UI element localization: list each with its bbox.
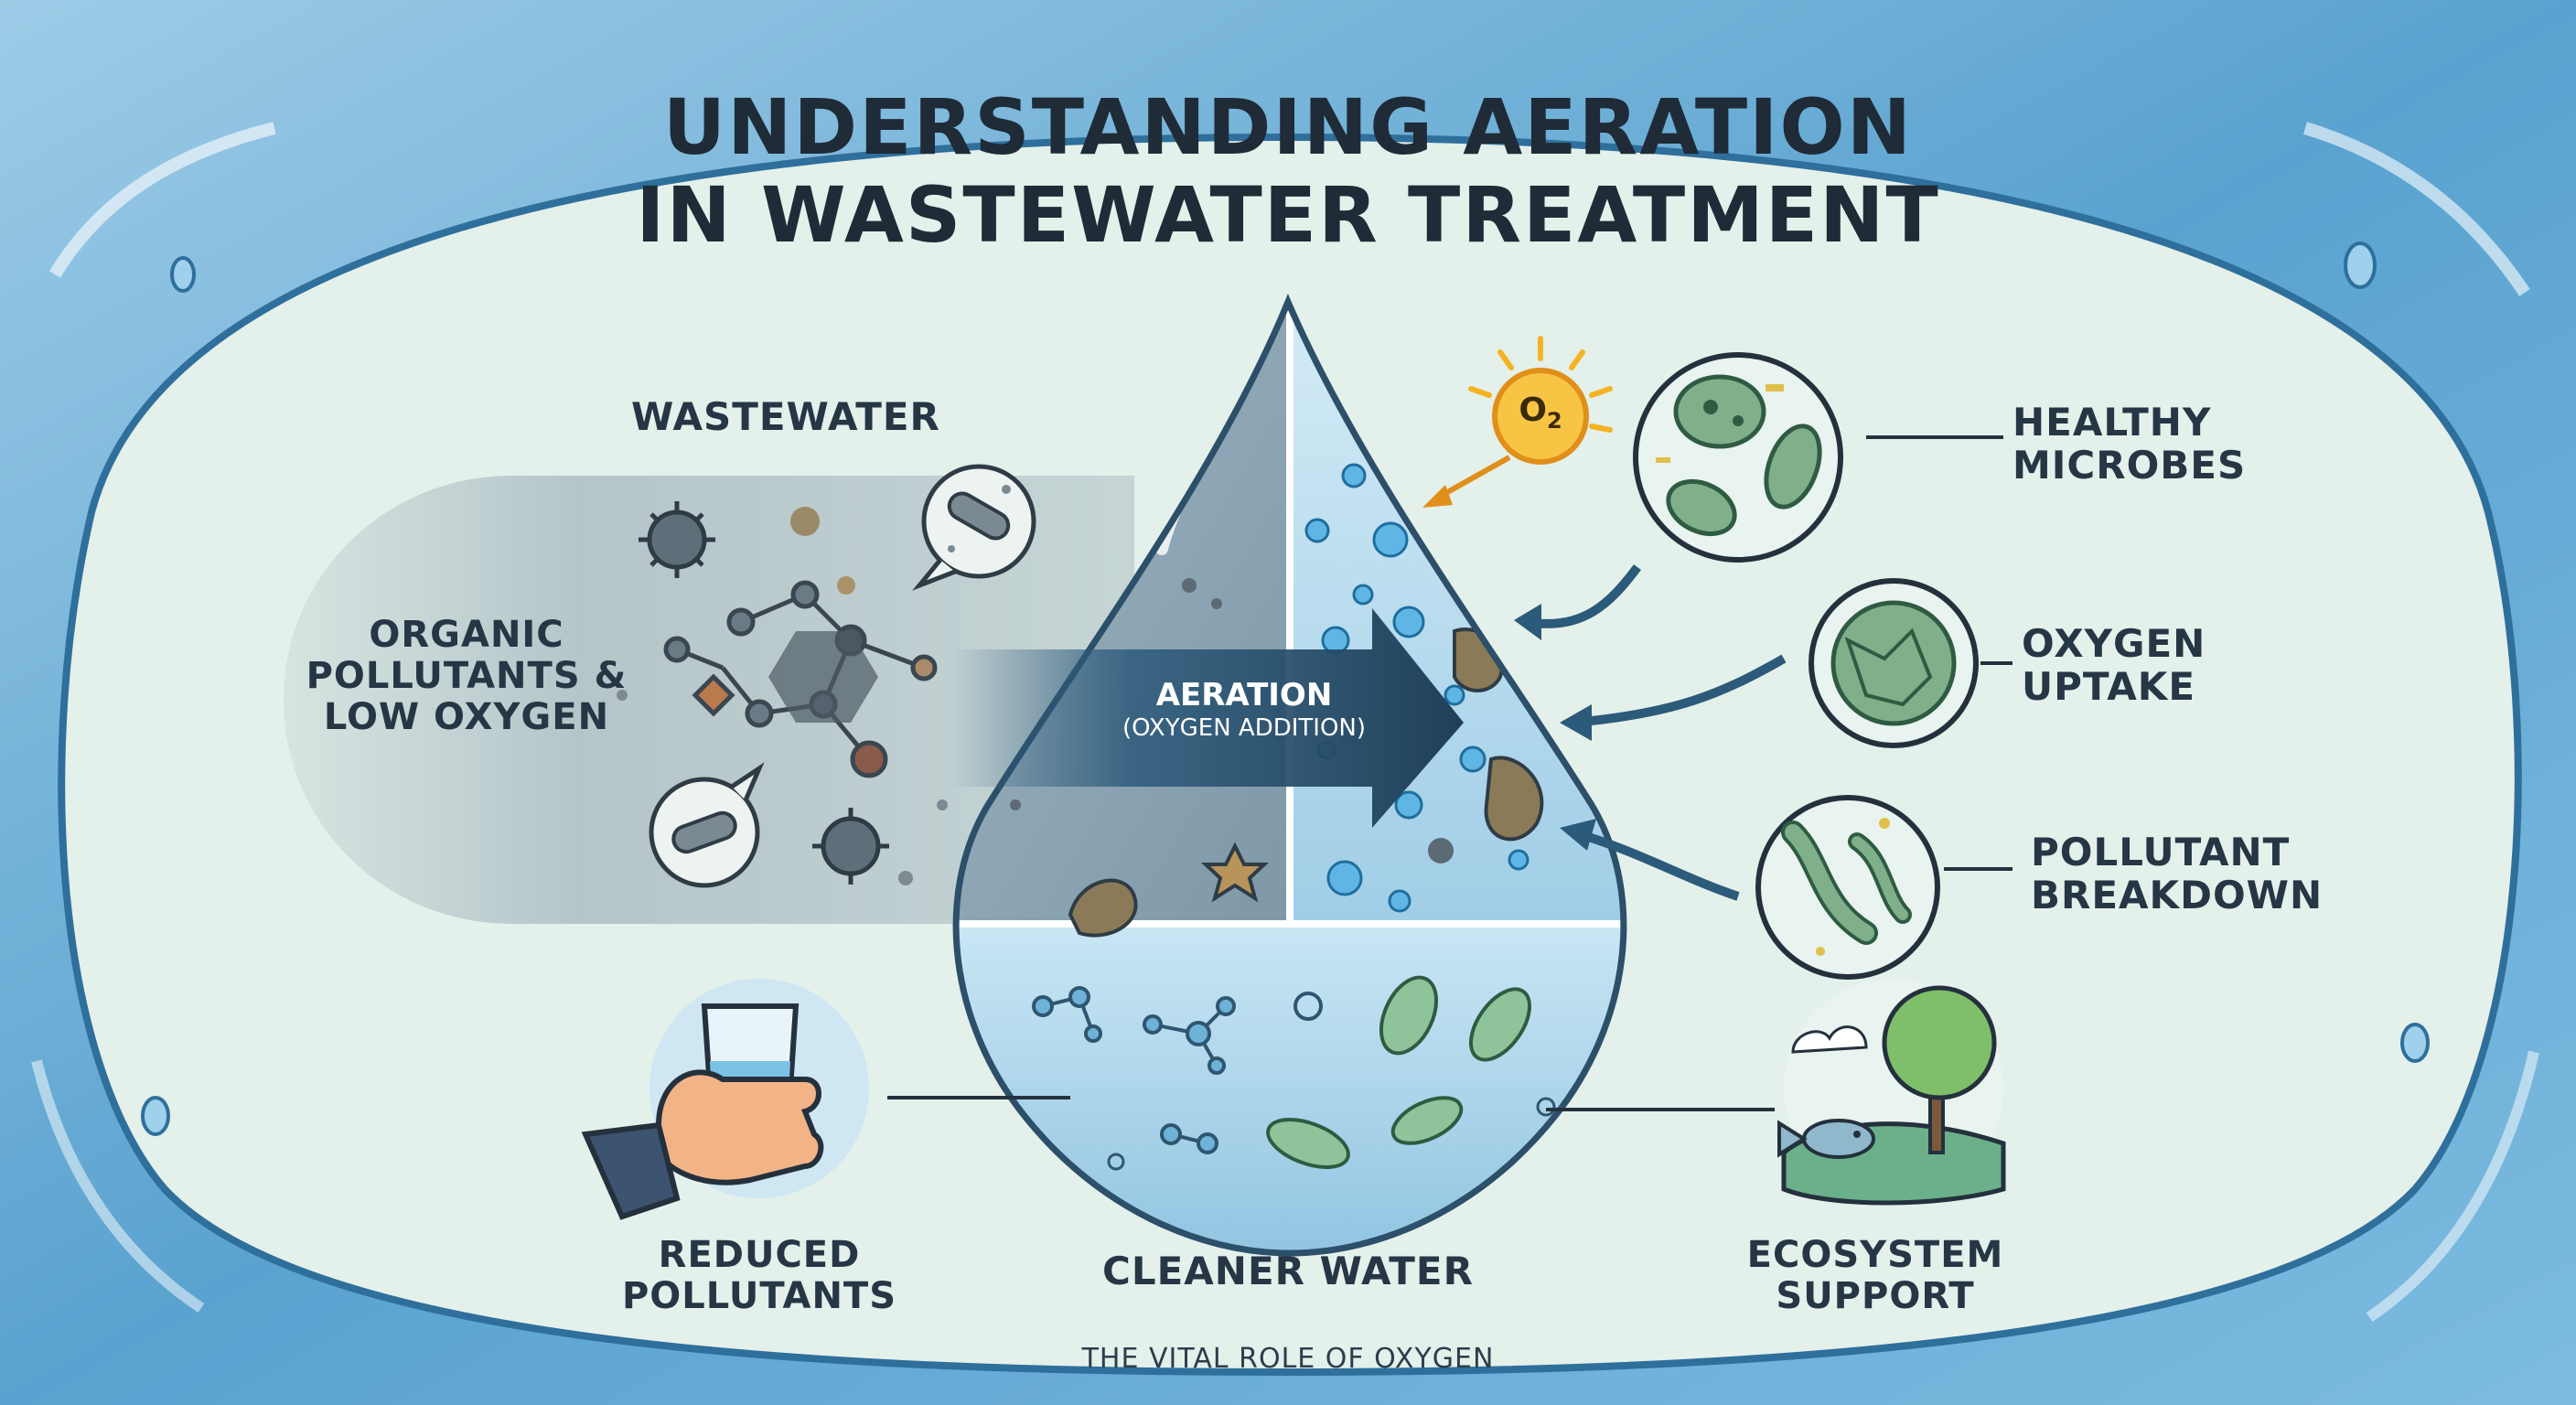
bubble-icon	[1304, 463, 1530, 913]
wastewater-particles	[617, 501, 948, 885]
fish-icon	[1777, 1119, 1875, 1159]
label-line: POLLUTANTS	[621, 1274, 897, 1317]
label-ecosystem-support: ECOSYSTEM SUPPORT	[1720, 1235, 2031, 1317]
label-healthy-microbes: HEALTHY MICROBES	[2012, 401, 2246, 487]
healthy-microbes-circle	[1514, 352, 1843, 640]
bacteria-icon	[1469, 987, 1531, 1062]
bacteria-bubble-top	[912, 464, 1036, 591]
o2-label: O2	[1497, 391, 1584, 434]
label-line: REDUCED	[658, 1234, 861, 1276]
aeration-label: AERATION	[1155, 677, 1333, 713]
label-line: SUPPORT	[1776, 1274, 1975, 1317]
label-wastewater-text: WASTEWATER	[631, 394, 940, 439]
label-line: ECOSYSTEM	[1746, 1234, 2004, 1276]
sun-oxygen-icon	[1422, 336, 1613, 508]
label-line: UPTAKE	[2022, 664, 2196, 710]
label-line: ORGANIC	[369, 614, 564, 656]
oxygen-uptake-circle	[1560, 578, 1979, 748]
aeration-arrow	[951, 608, 1464, 828]
aeration-sub-label: (OXYGEN ADDITION)	[1122, 713, 1367, 742]
label-cleaner-water-text: CLEANER WATER	[1102, 1249, 1474, 1293]
cloud-icon	[1791, 1025, 1868, 1054]
label-oxygen-uptake: OXYGEN UPTAKE	[2022, 622, 2206, 708]
microbe-cell-icon	[1764, 424, 1822, 509]
title-line-2: IN WASTEWATER TREATMENT	[636, 169, 1940, 260]
label-line: MICROBES	[2012, 443, 2247, 488]
label-pollutant-breakdown: POLLUTANT BREAKDOWN	[2031, 831, 2323, 917]
label-organic-pollutants: ORGANIC POLLUTANTS & LOW OXYGEN	[293, 615, 640, 737]
page-title: UNDERSTANDING AERATION IN WASTEWATER TRE…	[0, 82, 2576, 260]
label-line: HEALTHY	[2012, 400, 2212, 445]
molecule-icon	[1032, 986, 1236, 1154]
tree-icon	[1882, 985, 1997, 1100]
bacteria-icon	[1266, 1118, 1350, 1169]
o2-symbol: O	[1519, 391, 1547, 429]
ecosystem-circle	[1777, 979, 2006, 1206]
aeration-arrow-label: AERATION (OXYGEN ADDITION)	[1043, 677, 1445, 743]
bacteria-icon	[1390, 1096, 1464, 1145]
pollutant-breakdown-circle	[1560, 795, 1940, 980]
label-line: LOW OXYGEN	[323, 695, 610, 738]
bacteria-bubble-bottom	[649, 762, 765, 888]
bacteria-icon	[1379, 975, 1439, 1056]
microbe-cell-icon	[1666, 478, 1737, 537]
label-line: POLLUTANTS &	[306, 654, 628, 697]
footer-caption: THE VITAL ROLE OF OXYGEN	[0, 1343, 2576, 1375]
bacteria-icon	[671, 810, 737, 854]
label-line: OXYGEN	[2022, 621, 2206, 666]
label-wastewater: WASTEWATER	[631, 395, 940, 438]
label-reduced-pollutants: REDUCED POLLUTANTS	[613, 1235, 906, 1317]
hand-water-glass-icon	[581, 979, 869, 1220]
microbe-cell-icon	[1673, 374, 1766, 449]
label-line: BREAKDOWN	[2031, 873, 2324, 918]
label-line: POLLUTANT	[2031, 830, 2291, 874]
virus-icon	[812, 808, 889, 885]
title-line-1: UNDERSTANDING AERATION	[662, 82, 1914, 172]
o2-subscript: 2	[1546, 408, 1562, 434]
bacteria-icon	[947, 491, 1011, 541]
footer-text: THE VITAL ROLE OF OXYGEN	[1081, 1343, 1495, 1375]
virus-icon	[639, 501, 715, 578]
label-cleaner-water: CLEANER WATER	[1014, 1249, 1562, 1292]
microbe-cell-icon	[1830, 600, 1957, 726]
